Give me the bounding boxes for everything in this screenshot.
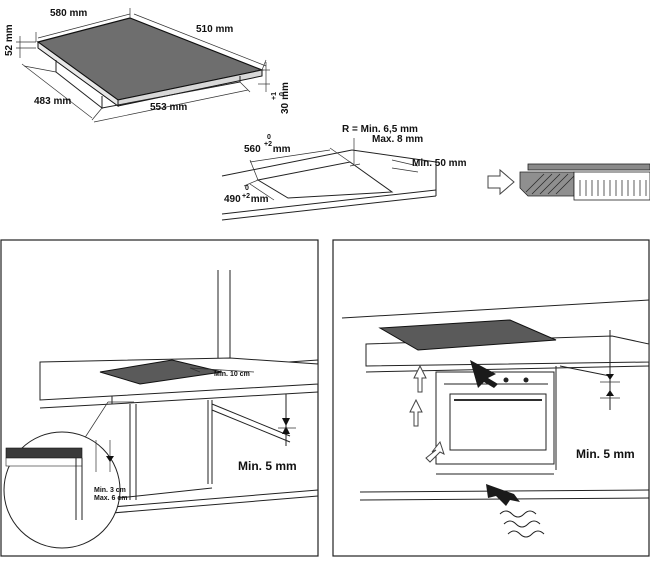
side-clearance-tolerance: +1 [271,92,278,100]
hob-side-edge [117,69,263,107]
airflow-waves [499,510,545,538]
hob-depth-label: 510 mm [196,24,233,35]
cutout-width-tolerance: +2 [264,141,272,148]
cutout-outline [256,161,394,199]
worktop-max-label: Max. 6 cm [94,495,127,502]
right-hob [378,319,557,351]
side-clearance-label: 30mm [280,82,291,114]
vent-slots [579,180,647,196]
hob-height-label: 52 mm [4,24,15,56]
min-front-distance-label: Min. 50 mm [412,158,467,169]
hob-width-label: 580 mm [50,8,87,19]
corner-radius-label: R = Min. 6,5 mm [342,124,418,135]
right-arrow-icon [487,168,515,196]
cutout-depth-tolerance: +2 [242,193,250,200]
cutout-width-tolerance-low: 0 [267,134,271,141]
base-width-label: 553 mm [150,102,187,113]
left-below-clearance-label: Min. 5 mm [238,459,297,473]
left-installation-panel: Min. 10 cm Min. 5 mm Min. 3 cm Max. 6 cm [0,239,319,557]
corner-radius-max-label: Max. 8 mm [372,134,423,145]
airflow-dark-arrows [470,360,520,506]
right-installation-panel: Min. 5 mm [332,239,650,557]
wall-distance-label: Min. 10 cm [214,371,250,378]
side-clearance-tolerance-low: 0 [279,92,286,96]
left-hob [99,359,223,385]
airflow-up-arrows [409,364,445,463]
right-below-clearance-label: Min. 5 mm [576,447,635,461]
worktop-min-label: Min. 3 cm [94,487,126,494]
hob-dimension-drawing: 580 mm 510 mm 52 mm 483 mm 553 mm 30mm +… [4,8,291,123]
section-detail [487,163,650,201]
base-depth-label: 483 mm [34,96,71,107]
cutout-depth-tolerance-low: 0 [245,185,249,192]
